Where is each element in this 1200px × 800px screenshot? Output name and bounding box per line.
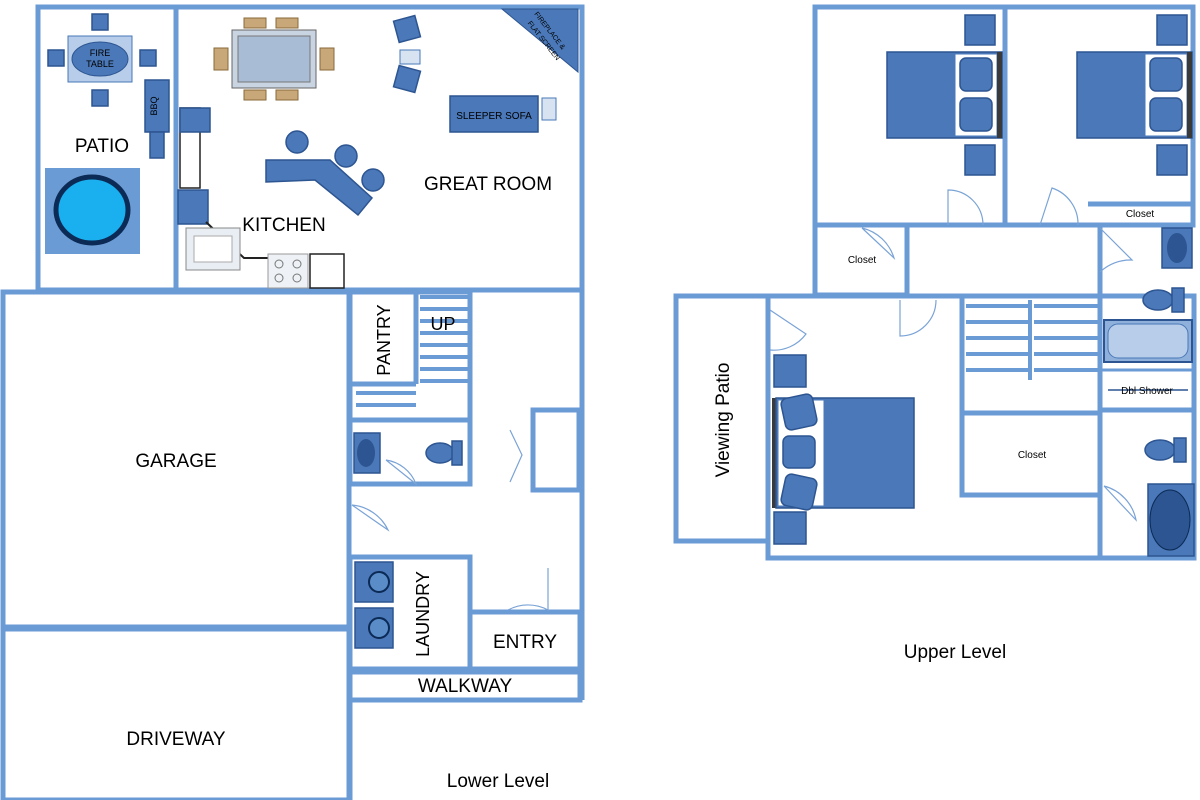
kitchen-island (265, 130, 385, 217)
fire-table: FIRE TABLE (47, 13, 157, 107)
sleeper-sofa-label: SLEEPER SOFA (456, 111, 532, 122)
upper-level-walls (673, 4, 1197, 561)
lower-level-caption: Lower Level (447, 771, 549, 792)
fireplace: FIREPLACE & FLAT SCREEN (500, 8, 579, 74)
sleeper-sofa: SLEEPER SOFA (449, 95, 557, 133)
closet-center-label: Closet (1018, 450, 1047, 461)
pantry-label: PANTRY (374, 304, 394, 375)
dining-table (213, 17, 335, 101)
upper-bath (1103, 227, 1195, 557)
upper-doors (769, 187, 1188, 522)
kitchen-label: KITCHEN (242, 215, 325, 236)
bbq-grill: BBQ (144, 79, 170, 159)
master-bed (772, 354, 915, 545)
closet-right-label: Closet (1126, 209, 1155, 220)
patio-label: PATIO (75, 136, 129, 157)
driveway-label: DRIVEWAY (126, 729, 226, 750)
fire-table-label-2: TABLE (86, 59, 114, 69)
viewing-patio-label: Viewing Patio (713, 363, 734, 478)
bed-2 (1076, 14, 1193, 176)
kitchen-counter (177, 107, 345, 289)
walkway-label: WALKWAY (418, 676, 513, 697)
lower-doors (351, 429, 549, 612)
upper-stairs (966, 300, 1098, 380)
lower-stairs (356, 295, 468, 407)
washer-dryer (354, 561, 394, 649)
up-label: UP (430, 314, 455, 334)
dbl-shower-label: Dbl Shower (1121, 386, 1173, 397)
fire-table-label-1: FIRE (90, 48, 111, 58)
lower-level-walls (0, 4, 585, 800)
bed-1 (886, 14, 1003, 176)
bbq-label: BBQ (149, 96, 159, 115)
closet-left-label: Closet (848, 255, 877, 266)
hot-tub (45, 168, 140, 254)
great-room-chairs (392, 14, 422, 94)
entry-label: ENTRY (493, 632, 557, 653)
half-bath (353, 432, 463, 474)
upper-level-caption: Upper Level (904, 642, 1006, 663)
garage-label: GARAGE (135, 451, 216, 472)
laundry-label: LAUNDRY (413, 571, 433, 657)
great-room-label: GREAT ROOM (424, 174, 552, 195)
